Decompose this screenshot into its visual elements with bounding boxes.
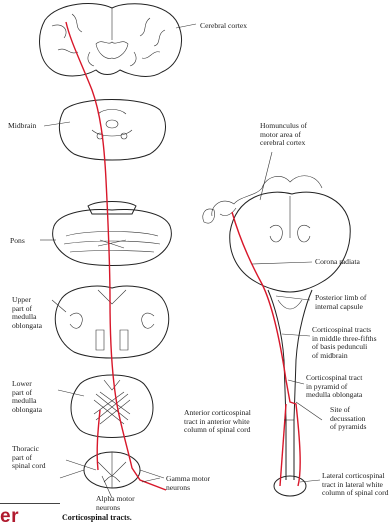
- caption-rule: [0, 503, 60, 504]
- label-upper-medulla: Upper part of medulla oblongata: [12, 296, 42, 330]
- label-midbrain: Midbrain: [8, 122, 36, 131]
- leader-lines: [40, 24, 322, 498]
- label-posterior-limb: Posterior limb of internal capsule: [315, 294, 366, 311]
- cerebral-cortex-section: [40, 4, 182, 77]
- label-gamma-motor: Gamma motor neurons: [166, 475, 210, 492]
- label-middle-three-fifths: Corticospinal tracts in middle three-fif…: [312, 326, 377, 360]
- corner-text-fragment: er: [0, 506, 19, 528]
- label-cerebral-cortex: Cerebral cortex: [200, 22, 247, 31]
- right-corticospinal-tract: [232, 212, 300, 486]
- label-homunculus: Homunculus of motor area of cerebral cor…: [260, 122, 307, 148]
- upper-medulla-section: [55, 286, 169, 358]
- label-alpha-motor: Alpha motor neurons: [96, 495, 135, 512]
- label-pyramid-medulla: Corticospinal tract in pyramid of medull…: [306, 374, 362, 400]
- label-decussation: Site of decussation of pyramids: [330, 406, 367, 432]
- label-thoracic-cord: Thoracic part of spinal cord: [12, 445, 46, 471]
- label-lateral-tract: Lateral corticospinal tract in lateral w…: [322, 472, 388, 498]
- label-corona-radiata: Corona radiata: [315, 258, 360, 267]
- label-lower-medulla: Lower part of medulla oblongata: [12, 380, 42, 414]
- midbrain-section: [59, 100, 165, 161]
- lower-medulla-section: [71, 375, 153, 438]
- label-pons: Pons: [10, 237, 25, 246]
- pons-section: [53, 202, 172, 266]
- label-anterior-tract: Anterior corticospinal tract in anterior…: [184, 409, 251, 435]
- figure-caption: Corticospinal tracts.: [62, 513, 132, 522]
